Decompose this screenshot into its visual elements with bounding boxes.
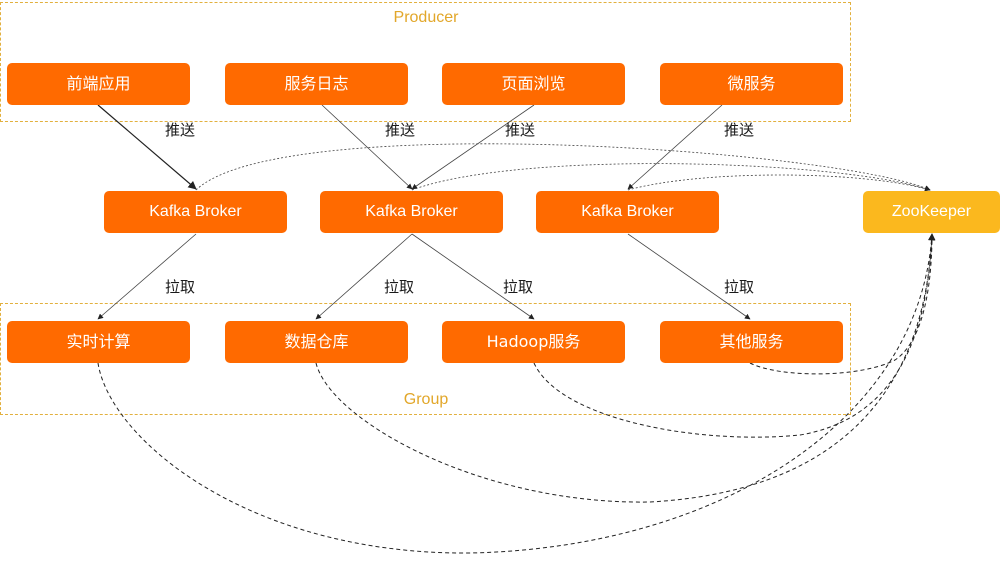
edge-zk-c1 bbox=[97, 233, 936, 554]
edge-push-p3-b2 bbox=[411, 104, 535, 190]
consumer-group-frame bbox=[0, 303, 851, 415]
consumer-group-title: Group bbox=[403, 391, 449, 408]
producer-node-service-logs[interactable]: 服务日志 bbox=[225, 63, 408, 105]
edge-zk-b3 bbox=[627, 174, 931, 192]
broker-node-label: Kafka Broker bbox=[581, 203, 674, 220]
edge-pull-b3-c4 bbox=[627, 233, 751, 320]
edge-label-pull-1: 拉取 bbox=[165, 278, 196, 296]
zookeeper-node-label: ZooKeeper bbox=[891, 203, 972, 220]
consumer-node-hadoop-service[interactable]: Hadoop服务 bbox=[442, 321, 625, 363]
kafka-broker-node-1[interactable]: Kafka Broker bbox=[104, 191, 287, 233]
producer-node-label: 前端应用 bbox=[66, 74, 131, 93]
edge-label-pull-3: 拉取 bbox=[503, 278, 534, 296]
edge-pull-b1-c1 bbox=[97, 233, 197, 320]
consumer-node-label: 其他服务 bbox=[719, 332, 784, 351]
broker-node-label: Kafka Broker bbox=[365, 203, 458, 220]
edge-label-push-3: 推送 bbox=[505, 121, 536, 139]
edge-zk-c2 bbox=[315, 233, 936, 503]
producer-group-title: Producer bbox=[393, 9, 459, 26]
consumer-node-other-services[interactable]: 其他服务 bbox=[660, 321, 843, 363]
edge-label-pull-4: 拉取 bbox=[724, 278, 755, 296]
producer-node-page-views[interactable]: 页面浏览 bbox=[442, 63, 625, 105]
edge-push-p4-b3 bbox=[627, 104, 723, 190]
edge-zk-b1 bbox=[195, 143, 931, 191]
edge-push-p2-b2 bbox=[321, 104, 413, 190]
kafka-broker-node-2[interactable]: Kafka Broker bbox=[320, 191, 503, 233]
consumer-node-label: Hadoop服务 bbox=[486, 332, 581, 351]
edge-pull-b2-c3 bbox=[411, 233, 535, 320]
consumer-node-label: 实时计算 bbox=[66, 332, 131, 351]
edge-label-push-4: 推送 bbox=[724, 121, 755, 139]
consumer-node-realtime-compute[interactable]: 实时计算 bbox=[7, 321, 190, 363]
edge-zk-b2 bbox=[411, 163, 931, 192]
edge-label-push-2: 推送 bbox=[385, 121, 416, 139]
edge-label-pull-2: 拉取 bbox=[384, 278, 415, 296]
kafka-broker-node-3[interactable]: Kafka Broker bbox=[536, 191, 719, 233]
producer-node-microservices[interactable]: 微服务 bbox=[660, 63, 843, 105]
edge-push-p1-b1 bbox=[97, 104, 197, 190]
edge-label-push-1: 推送 bbox=[165, 121, 196, 139]
consumer-node-label: 数据仓库 bbox=[284, 332, 349, 351]
zookeeper-node[interactable]: ZooKeeper bbox=[863, 191, 1000, 233]
producer-group-frame bbox=[0, 2, 851, 122]
edge-zk-c3 bbox=[533, 233, 936, 438]
broker-node-label: Kafka Broker bbox=[149, 203, 242, 220]
producer-node-frontend-app[interactable]: 前端应用 bbox=[7, 63, 190, 105]
producer-node-label: 服务日志 bbox=[284, 74, 349, 93]
consumer-node-data-warehouse[interactable]: 数据仓库 bbox=[225, 321, 408, 363]
edge-pull-b2-c2 bbox=[315, 233, 413, 320]
producer-node-label: 微服务 bbox=[727, 74, 776, 93]
edge-zk-c4 bbox=[749, 233, 936, 375]
producer-node-label: 页面浏览 bbox=[501, 74, 566, 93]
